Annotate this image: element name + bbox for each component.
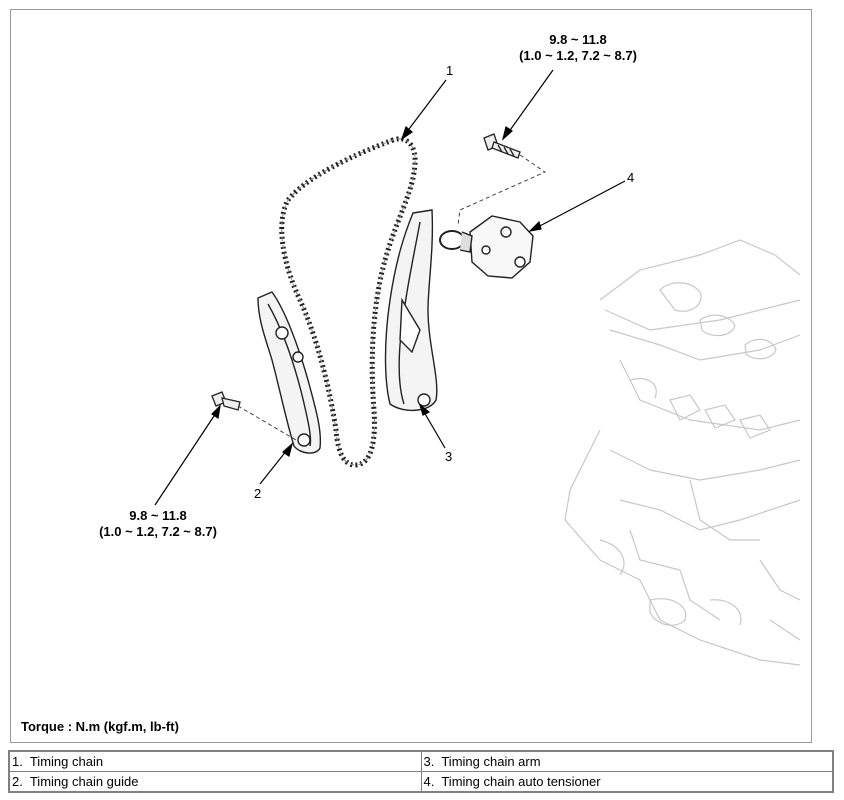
- legend-number: 4.: [423, 773, 435, 789]
- timing-chain-arm: [384, 209, 438, 411]
- torque-conversion: (1.0 ~ 1.2, 7.2 ~ 8.7): [519, 48, 637, 63]
- legend-row: 1. Timing chain 3. Timing chain arm: [8, 750, 834, 772]
- callout-3: 3: [445, 449, 453, 464]
- legend-number: 2.: [12, 773, 23, 789]
- parts-legend: 1. Timing chain 3. Timing chain arm 2. T…: [8, 750, 834, 793]
- callout-1: 1: [446, 63, 454, 78]
- leader-arrows: [154, 69, 626, 506]
- legend-row: 2. Timing chain guide 4. Timing chain au…: [8, 771, 834, 793]
- auto-tensioner: [439, 215, 534, 279]
- torque-conversion: (1.0 ~ 1.2, 7.2 ~ 8.7): [99, 524, 217, 539]
- torque-value: 9.8 ~ 11.8: [129, 508, 187, 523]
- torque-value: 9.8 ~ 11.8: [549, 32, 607, 47]
- callout-4: 4: [627, 170, 635, 185]
- callout-2: 2: [254, 486, 262, 501]
- timing-chain-guide: [257, 291, 322, 454]
- torque-unit-note: Torque : N.m (kgf.m, lb-ft): [21, 719, 179, 734]
- legend-item-3: 3. Timing chain arm: [420, 750, 834, 772]
- torque-spec-guide-bolt: 9.8 ~ 11.8 (1.0 ~ 1.2, 7.2 ~ 8.7): [88, 508, 228, 540]
- legend-text: Timing chain arm: [441, 753, 541, 769]
- legend-number: 1.: [12, 753, 23, 769]
- legend-text: Timing chain auto tensioner: [441, 773, 601, 789]
- legend-text: Timing chain: [29, 753, 104, 769]
- legend-number: 3.: [423, 753, 435, 769]
- guide-bolt: [211, 391, 241, 411]
- legend-text: Timing chain guide: [29, 773, 139, 789]
- engine-block-outline: [564, 239, 801, 666]
- timing-chain: [279, 136, 418, 468]
- legend-item-2: 2. Timing chain guide: [8, 771, 422, 793]
- tensioner-bolt: [483, 133, 521, 159]
- torque-spec-tensioner-bolt: 9.8 ~ 11.8 (1.0 ~ 1.2, 7.2 ~ 8.7): [508, 32, 648, 64]
- timing-chain-diagram: [154, 69, 801, 666]
- legend-item-4: 4. Timing chain auto tensioner: [420, 771, 834, 793]
- legend-item-1: 1. Timing chain: [8, 750, 422, 772]
- install-lines: [237, 154, 547, 441]
